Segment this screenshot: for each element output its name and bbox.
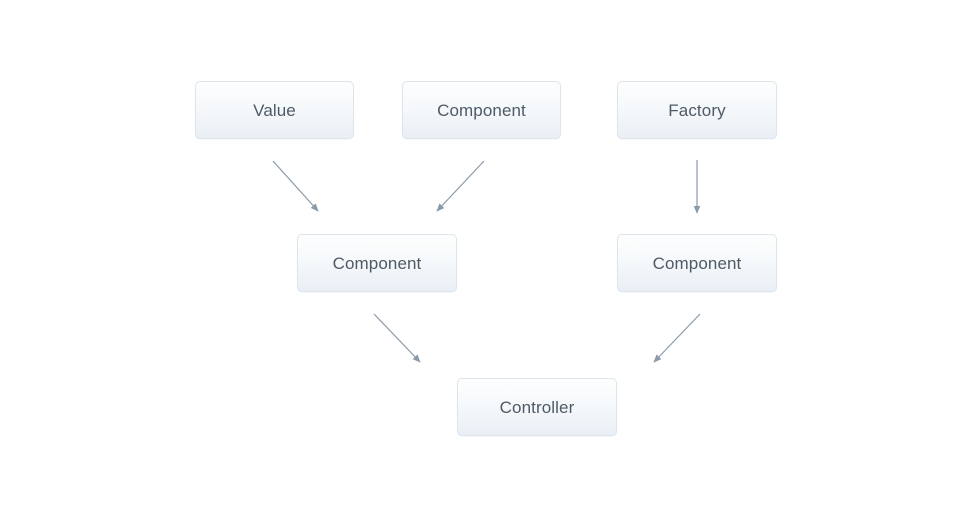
- node-component-mid-right[interactable]: Component: [617, 234, 777, 292]
- node-label-value: Value: [253, 100, 296, 120]
- node-component-top[interactable]: Component: [402, 81, 561, 139]
- node-value[interactable]: Value: [195, 81, 354, 139]
- node-label-controller: Controller: [499, 397, 575, 417]
- node-label-component-mid-right: Component: [652, 253, 742, 273]
- node-factory[interactable]: Factory: [617, 81, 777, 139]
- arrow-component-mid-right-to-controller: [653, 313, 701, 363]
- node-label-component-top: Component: [437, 100, 526, 120]
- node-controller[interactable]: Controller: [457, 378, 617, 436]
- node-label-component-mid-left: Component: [332, 253, 422, 273]
- node-label-factory: Factory: [668, 100, 726, 120]
- arrow-value-to-component-mid-left: [272, 160, 319, 212]
- arrow-component-top-to-component-mid-left: [436, 160, 485, 212]
- arrow-component-mid-left-to-controller: [373, 313, 421, 363]
- node-component-mid-left[interactable]: Component: [297, 234, 457, 292]
